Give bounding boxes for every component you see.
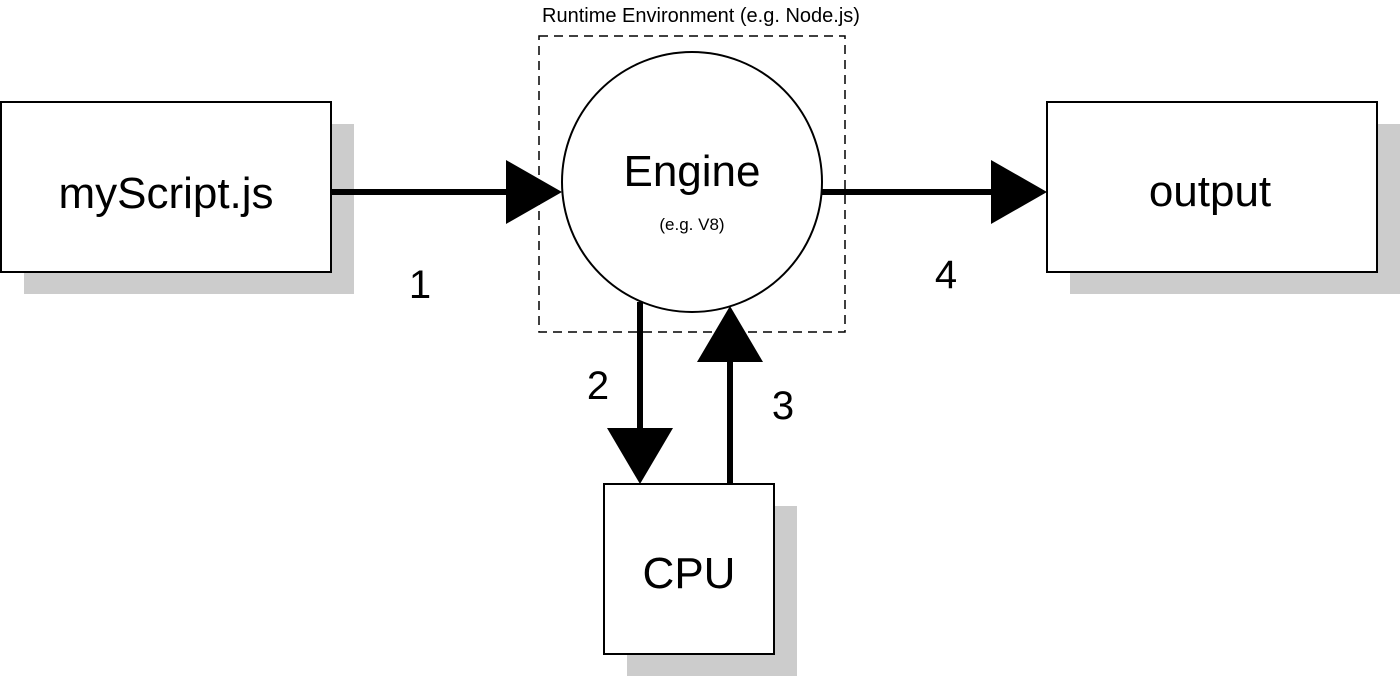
arrow-4-head	[991, 160, 1047, 224]
engine-label: Engine	[623, 147, 760, 196]
arrow-2-head	[607, 428, 673, 484]
runtime-environment-label: Runtime Environment (e.g. Node.js)	[542, 5, 860, 27]
engine-circle	[561, 51, 823, 313]
arrow-1-head	[506, 160, 562, 224]
output-label: output	[1149, 167, 1271, 216]
arrow-3: 3	[697, 306, 794, 484]
cpu-box	[603, 483, 775, 655]
arrow-3-head	[697, 306, 763, 362]
arrow-1: 1	[331, 160, 562, 307]
arrow-4: 4	[822, 160, 1047, 297]
edge-label-1: 1	[409, 263, 431, 307]
engine-node: Engine (e.g. V8)	[561, 51, 823, 313]
edge-label-2: 2	[587, 364, 609, 408]
edge-label-4: 4	[935, 253, 957, 297]
edge-label-3: 3	[772, 384, 794, 428]
output-node: output	[1046, 101, 1400, 294]
engine-sublabel: (e.g. V8)	[659, 215, 724, 234]
output-box	[1046, 101, 1378, 273]
script-label: myScript.js	[58, 169, 273, 218]
script-node: myScript.js	[0, 101, 354, 294]
arrow-2: 2	[587, 302, 673, 484]
script-box	[0, 101, 332, 273]
cpu-label: CPU	[643, 549, 736, 598]
cpu-node: CPU	[603, 483, 797, 676]
